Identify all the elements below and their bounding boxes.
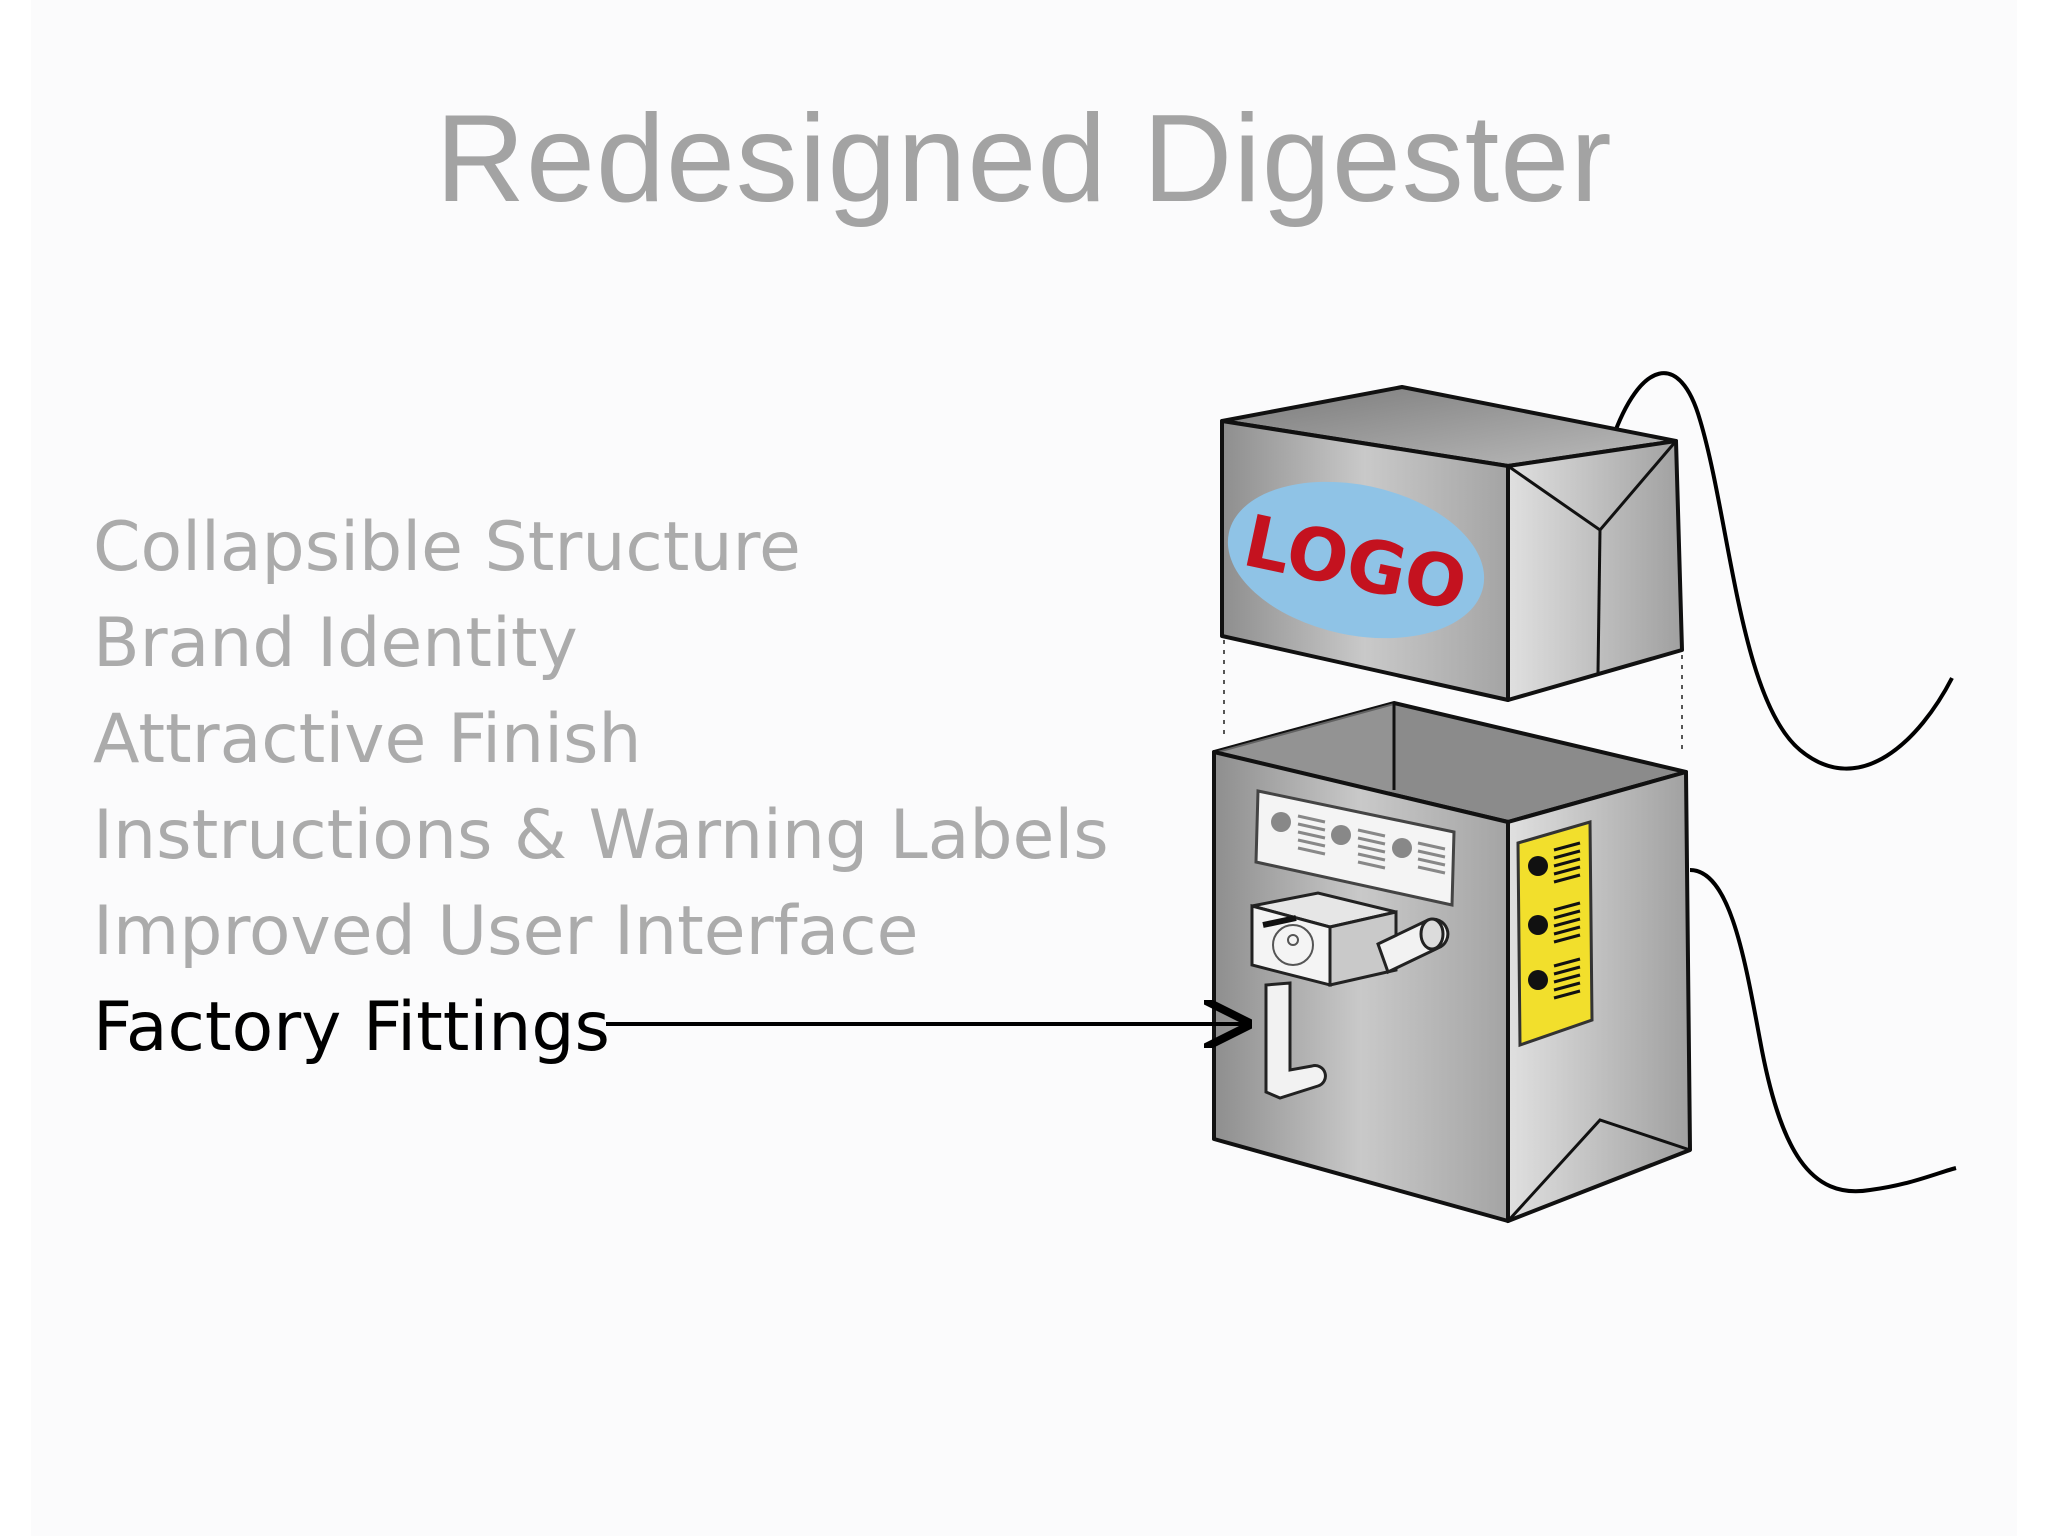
body-cable — [1689, 868, 1957, 1194]
bullet-factory-fittings: Factory Fittings — [93, 988, 610, 1067]
digester-body — [1212, 701, 1692, 1223]
factory-fitting — [1250, 891, 1450, 1100]
lid-cable — [1610, 371, 1954, 771]
slide-background — [31, 0, 2017, 1536]
bullet-improved-user-interface: Improved User Interface — [93, 892, 919, 971]
warning-label-panel — [1516, 820, 1594, 1048]
bullet-list: Collapsible Structure Brand Identity Att… — [93, 500, 1109, 1076]
bullet-attractive-finish: Attractive Finish — [93, 700, 642, 779]
bullet-brand-identity: Brand Identity — [93, 604, 578, 683]
slide-title: Redesigned Digester — [435, 90, 1613, 228]
logo-oval — [1227, 481, 1485, 639]
digester-lid: LOGO — [1220, 385, 1684, 702]
bullet-collapsible-structure: Collapsible Structure — [93, 508, 801, 587]
bullet-instructions-warning-labels: Instructions & Warning Labels — [93, 796, 1109, 875]
instruction-label-strip — [1254, 789, 1456, 907]
